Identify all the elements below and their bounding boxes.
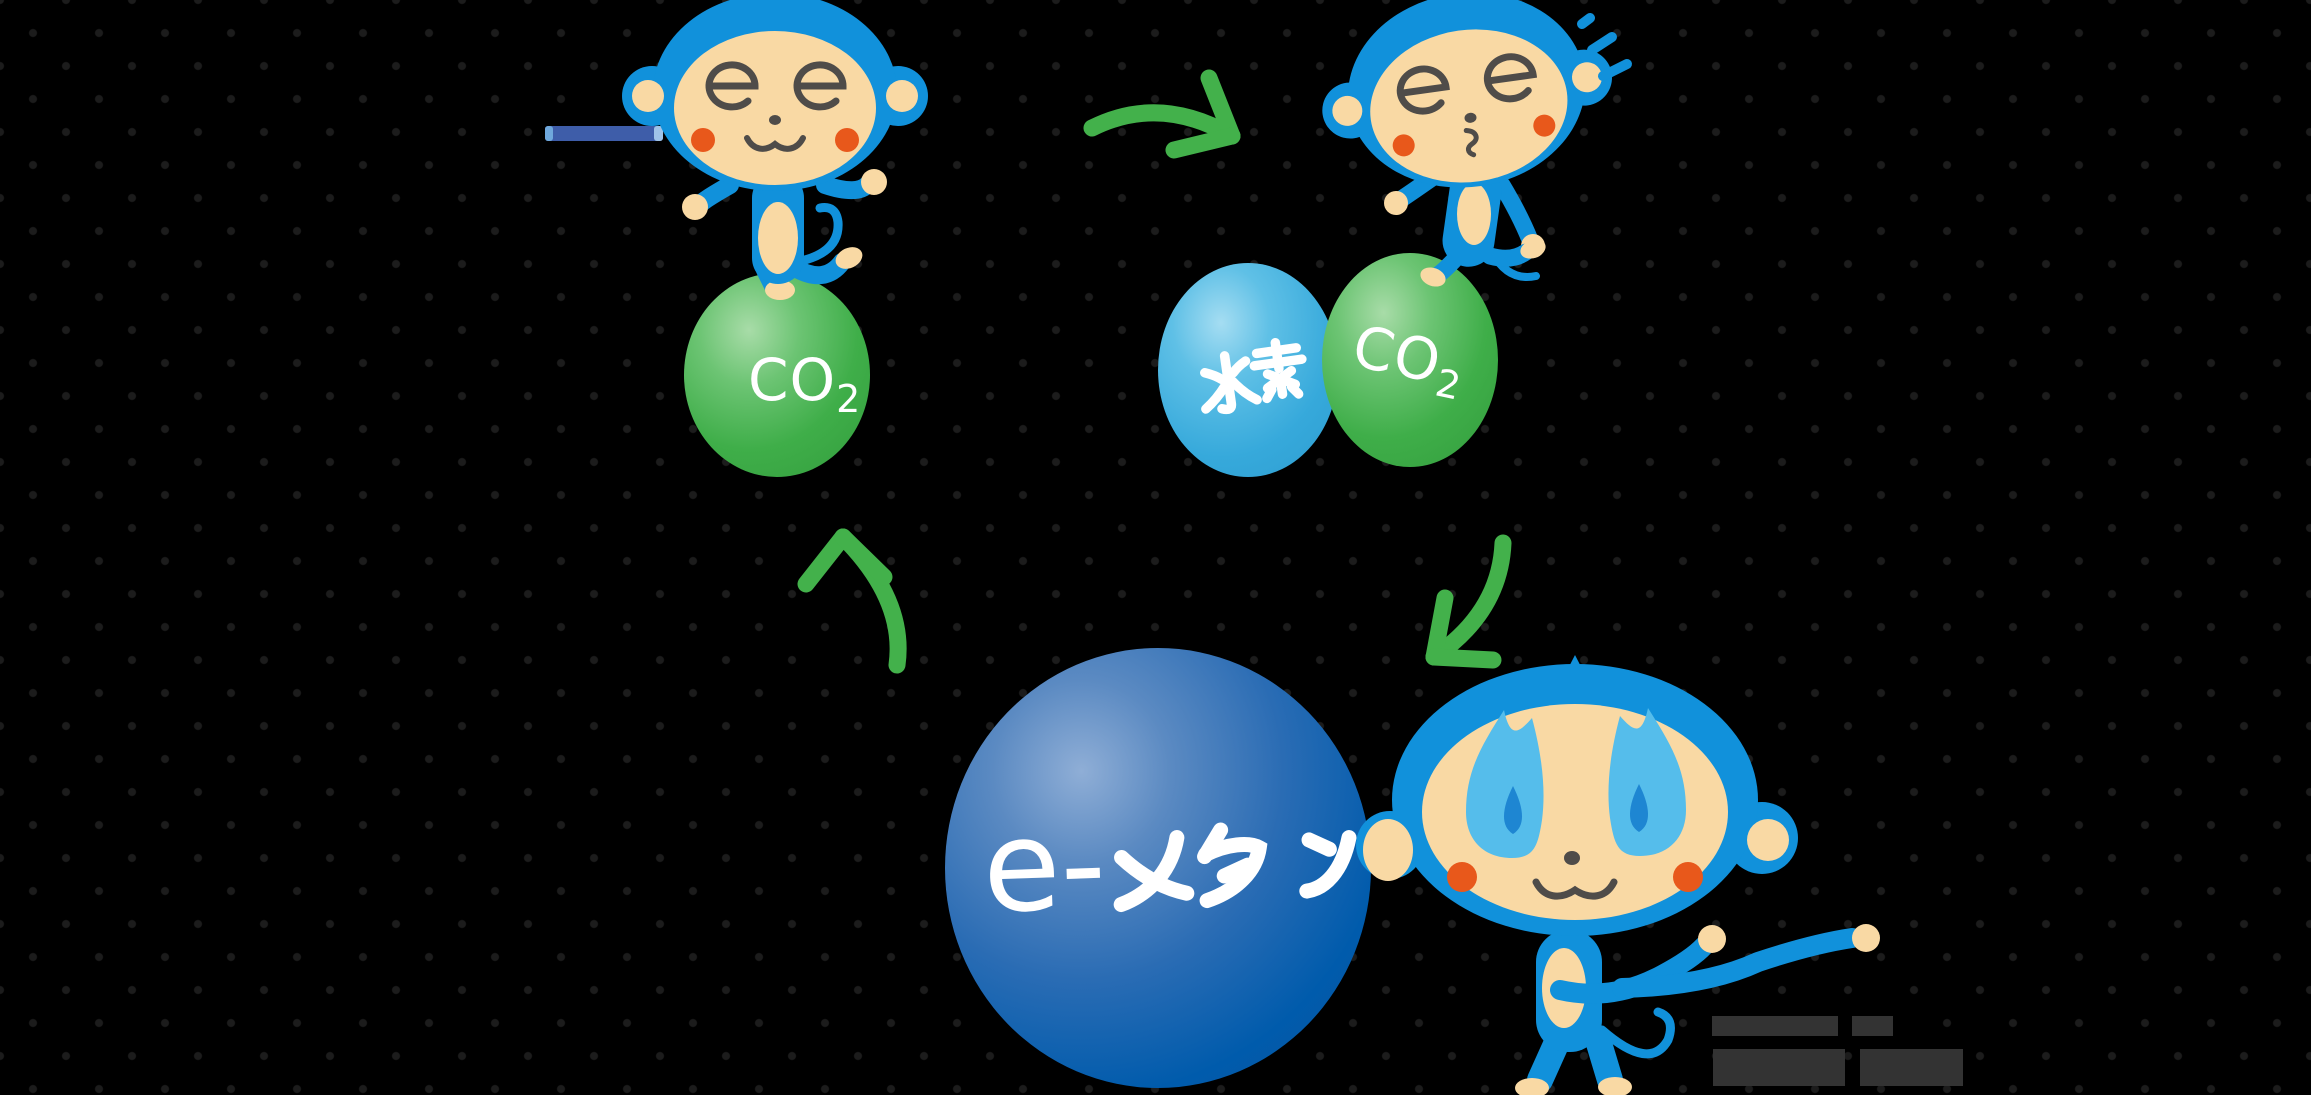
emethane-label-kana-glyphs bbox=[1113, 822, 1357, 913]
credit-bar-line1 bbox=[1712, 1016, 1838, 1036]
whistle-mouth bbox=[1463, 128, 1479, 158]
closed-eye-icon bbox=[1396, 65, 1450, 115]
hand bbox=[1698, 925, 1726, 953]
hand bbox=[1852, 924, 1880, 952]
foot bbox=[1520, 239, 1546, 259]
credit-bar-line2 bbox=[1713, 1049, 1845, 1086]
nose bbox=[1464, 112, 1477, 123]
sweat-dashes-icon bbox=[1577, 13, 1632, 81]
hand bbox=[861, 169, 887, 195]
belly bbox=[758, 202, 798, 274]
nose bbox=[769, 115, 781, 125]
hydrogen-ball: 水素 bbox=[1158, 263, 1338, 477]
monkey-mascot-sweating-icon bbox=[1356, 655, 1880, 1095]
cheek bbox=[1392, 134, 1415, 157]
nose bbox=[1564, 851, 1580, 865]
foot bbox=[835, 247, 863, 269]
co2-ball-2: CO2 bbox=[1322, 253, 1498, 467]
hand bbox=[682, 194, 708, 220]
credit-bar-line2 bbox=[1860, 1049, 1963, 1086]
mouth bbox=[744, 135, 806, 152]
cheek bbox=[691, 128, 715, 152]
arrow-up-icon bbox=[797, 528, 907, 674]
cheek bbox=[835, 128, 859, 152]
monkey-mascot-balancing-icon bbox=[622, 0, 928, 300]
hydrogen-label-glyphs bbox=[1200, 337, 1307, 415]
flame-drop bbox=[1629, 784, 1649, 832]
credit-text-redacted bbox=[1712, 1016, 1963, 1086]
closed-eye-icon bbox=[1483, 53, 1538, 103]
co2-ball-1: CO2 bbox=[684, 273, 870, 477]
foot bbox=[765, 280, 795, 300]
hand bbox=[1384, 191, 1408, 215]
emethane-ball: e-メタン e- bbox=[945, 648, 1371, 1088]
flame-drop bbox=[1503, 786, 1523, 834]
flame-eye-icon bbox=[1608, 708, 1686, 856]
co2-label-1: CO2 bbox=[748, 346, 861, 421]
mouth bbox=[1532, 878, 1618, 900]
emethane-label: e- bbox=[980, 790, 1357, 941]
credit-bar-line1 bbox=[1852, 1016, 1893, 1036]
foot bbox=[1515, 1078, 1549, 1095]
belly bbox=[1457, 183, 1491, 245]
cheek bbox=[1447, 862, 1477, 892]
face bbox=[674, 31, 876, 185]
arrow-down-icon bbox=[1425, 534, 1512, 669]
foot bbox=[1420, 267, 1446, 287]
emethane-label-latin: e- bbox=[980, 790, 1108, 941]
cheek bbox=[1533, 114, 1556, 137]
flame-eye-icon bbox=[1466, 710, 1544, 858]
foot bbox=[1598, 1077, 1632, 1095]
closed-eye-icon bbox=[705, 61, 759, 111]
monkey-mascot-startled-icon bbox=[1322, 0, 1632, 287]
cheek bbox=[1673, 862, 1703, 892]
blue-bar bbox=[545, 126, 663, 141]
closed-eye-icon bbox=[793, 61, 847, 111]
arrow-right-icon bbox=[1083, 69, 1241, 159]
